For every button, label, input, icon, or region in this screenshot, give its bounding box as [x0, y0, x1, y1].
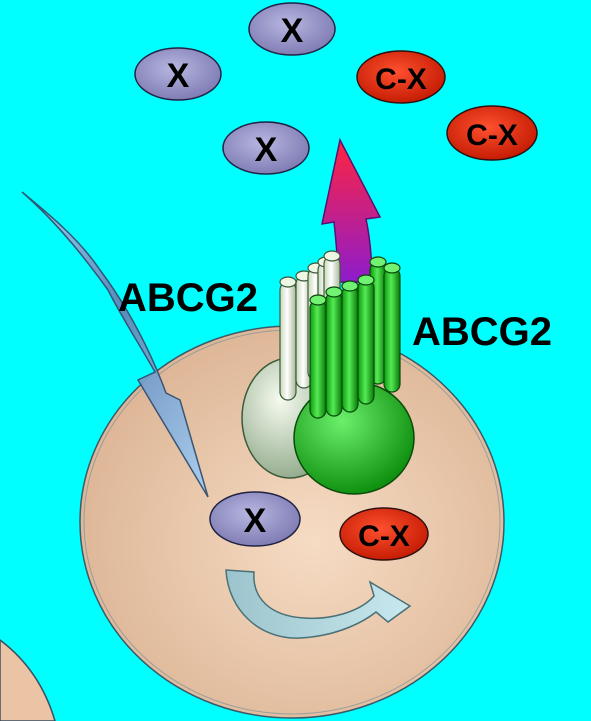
abcg2-label-left: ABCG2 — [118, 276, 258, 320]
molecule-x-label: X — [244, 502, 267, 540]
molecule-x-label: X — [281, 12, 304, 50]
molecule-cx-inside: C-X — [340, 508, 428, 560]
molecule-cx-label: C-X — [375, 63, 427, 96]
abcg2-label-right: ABCG2 — [412, 310, 552, 354]
molecule-cx-label: C-X — [466, 119, 518, 152]
molecule-cx-outside-top: C-X — [357, 51, 445, 103]
molecule-x-outside-top: X — [249, 3, 335, 55]
molecule-cx-outside-right: C-X — [447, 106, 537, 160]
molecule-x-inside: X — [210, 492, 300, 546]
molecule-x-outside-middle: X — [223, 122, 309, 174]
molecule-cx-label: C-X — [358, 520, 410, 553]
molecule-x-label: X — [167, 57, 190, 95]
neighbor-cell — [0, 640, 55, 721]
molecule-x-label: X — [255, 131, 278, 169]
molecule-x-outside-left: X — [135, 48, 221, 100]
